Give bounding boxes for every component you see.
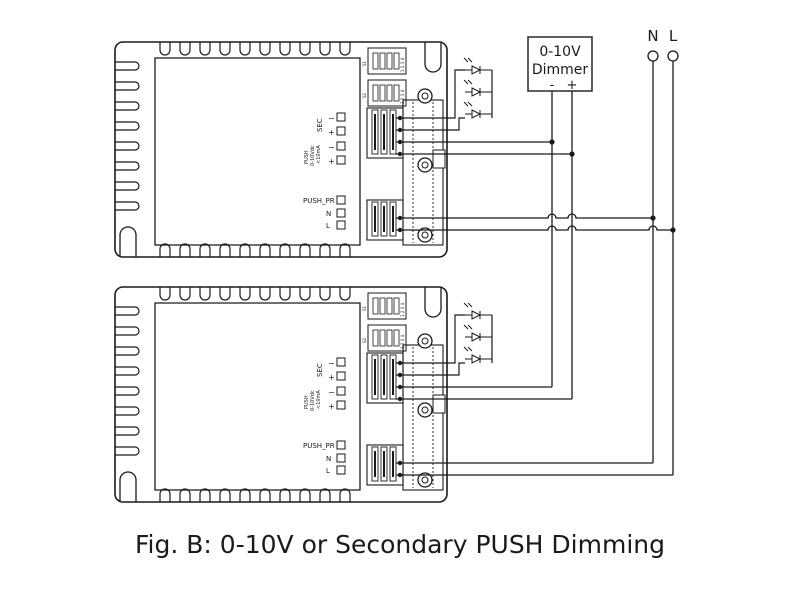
s1-label: S1 [362, 305, 367, 311]
sec-minus-label: − [328, 359, 335, 368]
line-terminal-label: L [326, 467, 330, 475]
push-pr-label: PUSH_PR [303, 197, 335, 205]
sec-label: SEC [316, 363, 324, 377]
dimmer-title: 0-10V [539, 44, 581, 60]
dip1-numbers: 1 2 3 4 [400, 303, 405, 317]
neutral-terminal-label: N [326, 455, 331, 463]
wire-junctions [549, 139, 676, 233]
line-label: L [669, 27, 678, 45]
s2-label: S2 [362, 92, 367, 98]
dimmer-plus-label: + [567, 78, 578, 93]
dimmer-subtitle: Dimmer [532, 62, 589, 78]
dip2-numbers: 1 2 3 4 [400, 90, 405, 104]
push-pr-label: PUSH_PR [303, 442, 335, 450]
push-plus-label: + [328, 402, 335, 411]
dip1-numbers: 1 2 3 4 [400, 58, 405, 72]
neutral-label: N [647, 27, 658, 45]
external-wiring [445, 61, 674, 476]
push-label: PUSH [304, 395, 310, 409]
push-voltage-label: 0-10Vdc [310, 145, 316, 166]
figure-caption: Fig. B: 0-10V or Secondary PUSH Dimming [135, 530, 665, 559]
push-plus-label: + [328, 157, 335, 166]
dip2-numbers: 1 2 3 4 [400, 335, 405, 349]
dimmer-minus-label: - [550, 78, 555, 93]
neutral-terminal-icon [647, 50, 659, 62]
dimmer-box: 0-10V Dimmer - + [527, 36, 593, 93]
push-label: PUSH [304, 150, 310, 164]
push-minus-label: − [328, 143, 335, 152]
line-terminal-icon [667, 50, 679, 62]
s1-label: S1 [362, 60, 367, 66]
push-minus-label: − [328, 388, 335, 397]
mains-supply: N L [647, 27, 679, 62]
driver-unit-bottom [114, 286, 493, 503]
driver-top-labels: SEC − + PUSH 0-10Vdc <10mA − + PUSH_PR N… [303, 58, 405, 230]
driver-bottom-labels: SEC − + PUSH 0-10Vdc <10mA − + PUSH_PR N… [303, 303, 405, 475]
line-terminal-label: L [326, 222, 330, 230]
sec-plus-label: + [328, 128, 335, 137]
push-current-label: <10mA [316, 145, 322, 164]
push-current-label: <10mA [316, 390, 322, 409]
push-voltage-label: 0-10Vdc [310, 390, 316, 411]
driver-unit-top [114, 41, 493, 258]
sec-label: SEC [316, 118, 324, 132]
sec-minus-label: − [328, 114, 335, 123]
s2-label: S2 [362, 337, 367, 343]
sec-plus-label: + [328, 373, 335, 382]
neutral-terminal-label: N [326, 210, 331, 218]
